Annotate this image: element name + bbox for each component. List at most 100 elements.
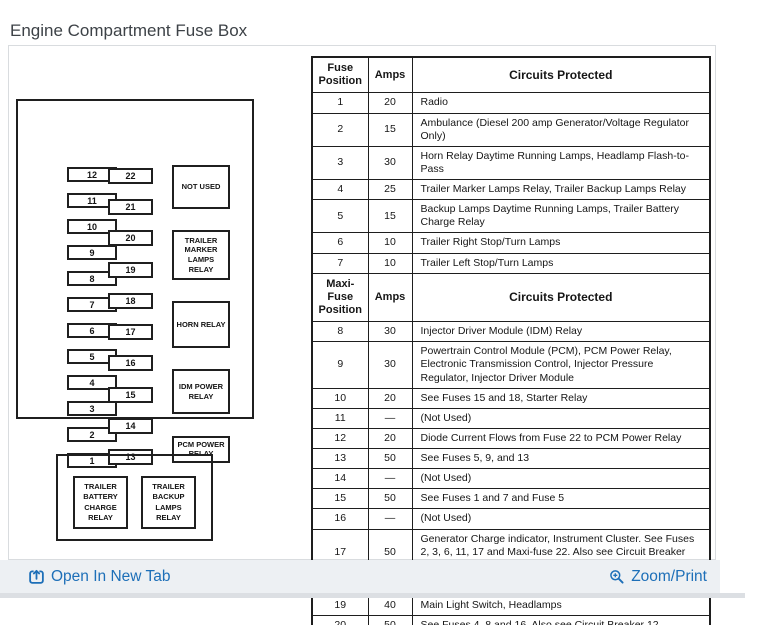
cell-fuse-position: 9 xyxy=(311,341,369,389)
relay-column: NOT USED TRAILER MARKER LAMPS RELAY HORN… xyxy=(172,165,230,463)
cell-amps: 10 xyxy=(367,232,413,254)
fuse-box: 17 xyxy=(108,324,153,341)
fuse-chart: Fuse Position Amps Circuits Protected 1 … xyxy=(311,56,711,625)
table-row: 9 30 Powertrain Control Module (PCM), PC… xyxy=(311,341,711,389)
table-header-maxi-fuse: Maxi-Fuse Position Amps Circuits Protect… xyxy=(311,272,711,323)
table-row: 19 40 Main Light Switch, Headlamps xyxy=(311,595,711,617)
cell-amps: 30 xyxy=(367,321,413,343)
fuse-box: 6 xyxy=(67,323,117,338)
footer-shadow xyxy=(0,593,745,598)
cell-amps: 30 xyxy=(367,145,413,181)
fuse-box: 20 xyxy=(108,230,153,247)
cell-fuse-position: 8 xyxy=(311,321,369,343)
table-row: 2 15 Ambulance (Diesel 200 amp Generator… xyxy=(311,112,711,147)
cell-circuits: Powertrain Control Module (PCM), PCM Pow… xyxy=(411,341,711,389)
fuse-box: 16 xyxy=(108,355,153,372)
relay-box: TRAILER BACKUP LAMPS RELAY xyxy=(141,476,196,529)
cell-fuse-position: 12 xyxy=(311,427,369,450)
fuse-box-document: 12 11 10 9 8 7 6 5 4 3 xyxy=(8,45,716,625)
table-row: 16 — (Not Used) xyxy=(311,508,711,530)
table-row: 20 50 See Fuses 4, 8 and 16. Also see Ci… xyxy=(311,615,711,625)
table-row: 4 25 Trailer Marker Lamps Relay, Trailer… xyxy=(311,178,711,201)
relay-box: PCM POWER RELAY xyxy=(172,435,230,463)
open-in-new-tab-icon xyxy=(28,568,45,585)
cell-fuse-position: 6 xyxy=(311,232,369,254)
table-row: 6 10 Trailer Right Stop/Turn Lamps xyxy=(311,232,711,254)
fuse-box: 9 xyxy=(67,245,117,260)
cell-amps: 15 xyxy=(367,199,413,234)
table-row: 1 20 Radio xyxy=(311,92,711,114)
fuse-box: 19 xyxy=(108,261,153,278)
table-row: 11 — (Not Used) xyxy=(311,407,711,429)
cell-fuse-position: 1 xyxy=(311,92,369,114)
relay-box: NOT USED xyxy=(172,165,230,209)
cell-fuse-position: 7 xyxy=(311,252,369,274)
cell-circuits: Horn Relay Daytime Running Lamps, Headla… xyxy=(411,145,711,181)
cell-amps: 50 xyxy=(367,615,413,625)
table-row: 3 30 Horn Relay Daytime Running Lamps, H… xyxy=(311,145,711,181)
cell-fuse-position: 10 xyxy=(311,387,369,409)
cell-amps: 15 xyxy=(367,112,413,147)
cell-circuits: (Not Used) xyxy=(411,468,711,490)
fuse-box: 13 xyxy=(108,448,153,465)
zoom-print-link[interactable]: Zoom/Print xyxy=(609,560,707,593)
fuse-column-left: 12 11 10 9 8 7 6 5 4 3 xyxy=(67,167,117,468)
cell-fuse-position: 13 xyxy=(311,448,369,470)
fuse-box: 4 xyxy=(67,375,117,390)
fuse-box: 18 xyxy=(108,292,153,309)
fuse-box: 22 xyxy=(108,168,153,184)
cell-fuse-position: 2 xyxy=(311,112,369,147)
cell-amps: 40 xyxy=(367,595,413,617)
table-row: 5 15 Backup Lamps Daytime Running Lamps,… xyxy=(311,199,711,234)
fuse-box: 2 xyxy=(67,427,117,442)
zoom-print-label: Zoom/Print xyxy=(631,567,707,585)
fuse-panel-diagram: 12 11 10 9 8 7 6 5 4 3 xyxy=(16,99,254,468)
header-circuits-protected: Circuits Protected xyxy=(411,272,711,323)
cell-amps: 20 xyxy=(367,387,413,409)
page-title: Engine Compartment Fuse Box xyxy=(10,21,248,40)
fuse-column-right: 22 21 20 19 18 17 16 15 14 13 xyxy=(108,168,153,465)
cell-circuits: Injector Driver Module (IDM) Relay xyxy=(411,321,711,343)
cell-amps: 20 xyxy=(367,427,413,450)
cell-amps: — xyxy=(367,508,413,530)
table-row: 15 50 See Fuses 1 and 7 and Fuse 5 xyxy=(311,488,711,510)
fuse-box: 3 xyxy=(67,401,117,416)
cell-circuits: (Not Used) xyxy=(411,508,711,530)
cell-fuse-position: 11 xyxy=(311,407,369,429)
cell-amps: 50 xyxy=(367,488,413,510)
cell-circuits: Radio xyxy=(411,92,711,114)
cell-circuits: See Fuses 15 and 18, Starter Relay xyxy=(411,387,711,409)
cell-fuse-position: 14 xyxy=(311,468,369,490)
relay-box: HORN RELAY xyxy=(172,301,230,349)
cell-amps: 20 xyxy=(367,92,413,114)
table-row: 8 30 Injector Driver Module (IDM) Relay xyxy=(311,321,711,343)
relay-box: TRAILER BATTERY CHARGE RELAY xyxy=(73,476,128,529)
fuse-table: Fuse Position Amps Circuits Protected 1 … xyxy=(311,56,711,625)
fuse-box: 15 xyxy=(108,386,153,403)
cell-fuse-position: 5 xyxy=(311,199,369,234)
cell-amps: 30 xyxy=(367,341,413,389)
cell-circuits: (Not Used) xyxy=(411,407,711,429)
zoom-magnifier-plus-icon xyxy=(609,569,625,585)
fuse-box: 10 xyxy=(67,219,117,234)
cell-circuits: See Fuses 1 and 7 and Fuse 5 xyxy=(411,488,711,510)
cell-circuits: Diode Current Flows from Fuse 22 to PCM … xyxy=(411,427,711,450)
cell-fuse-position: 16 xyxy=(311,508,369,530)
cell-circuits: See Fuses 5, 9, and 13 xyxy=(411,448,711,470)
table-row: 12 20 Diode Current Flows from Fuse 22 t… xyxy=(311,427,711,450)
bottom-relay-panel: TRAILER BATTERY CHARGE RELAY TRAILER BAC… xyxy=(56,454,213,541)
header-maxi-fuse-position: Maxi-Fuse Position xyxy=(311,272,369,323)
table-row: 14 — (Not Used) xyxy=(311,468,711,490)
cell-fuse-position: 3 xyxy=(311,145,369,181)
header-amps: Amps xyxy=(367,272,413,323)
relay-box: TRAILER MARKER LAMPS RELAY xyxy=(172,230,230,281)
table-header-fuse: Fuse Position Amps Circuits Protected xyxy=(311,56,711,94)
cell-circuits: Main Light Switch, Headlamps xyxy=(411,595,711,617)
fuse-box: 5 xyxy=(67,349,117,364)
cell-fuse-position: 20 xyxy=(311,615,369,625)
fuse-box: 21 xyxy=(108,199,153,216)
fuse-box: 14 xyxy=(108,417,153,434)
open-in-new-tab-link[interactable]: Open In New Tab xyxy=(28,560,170,593)
header-circuits-protected: Circuits Protected xyxy=(411,56,711,94)
